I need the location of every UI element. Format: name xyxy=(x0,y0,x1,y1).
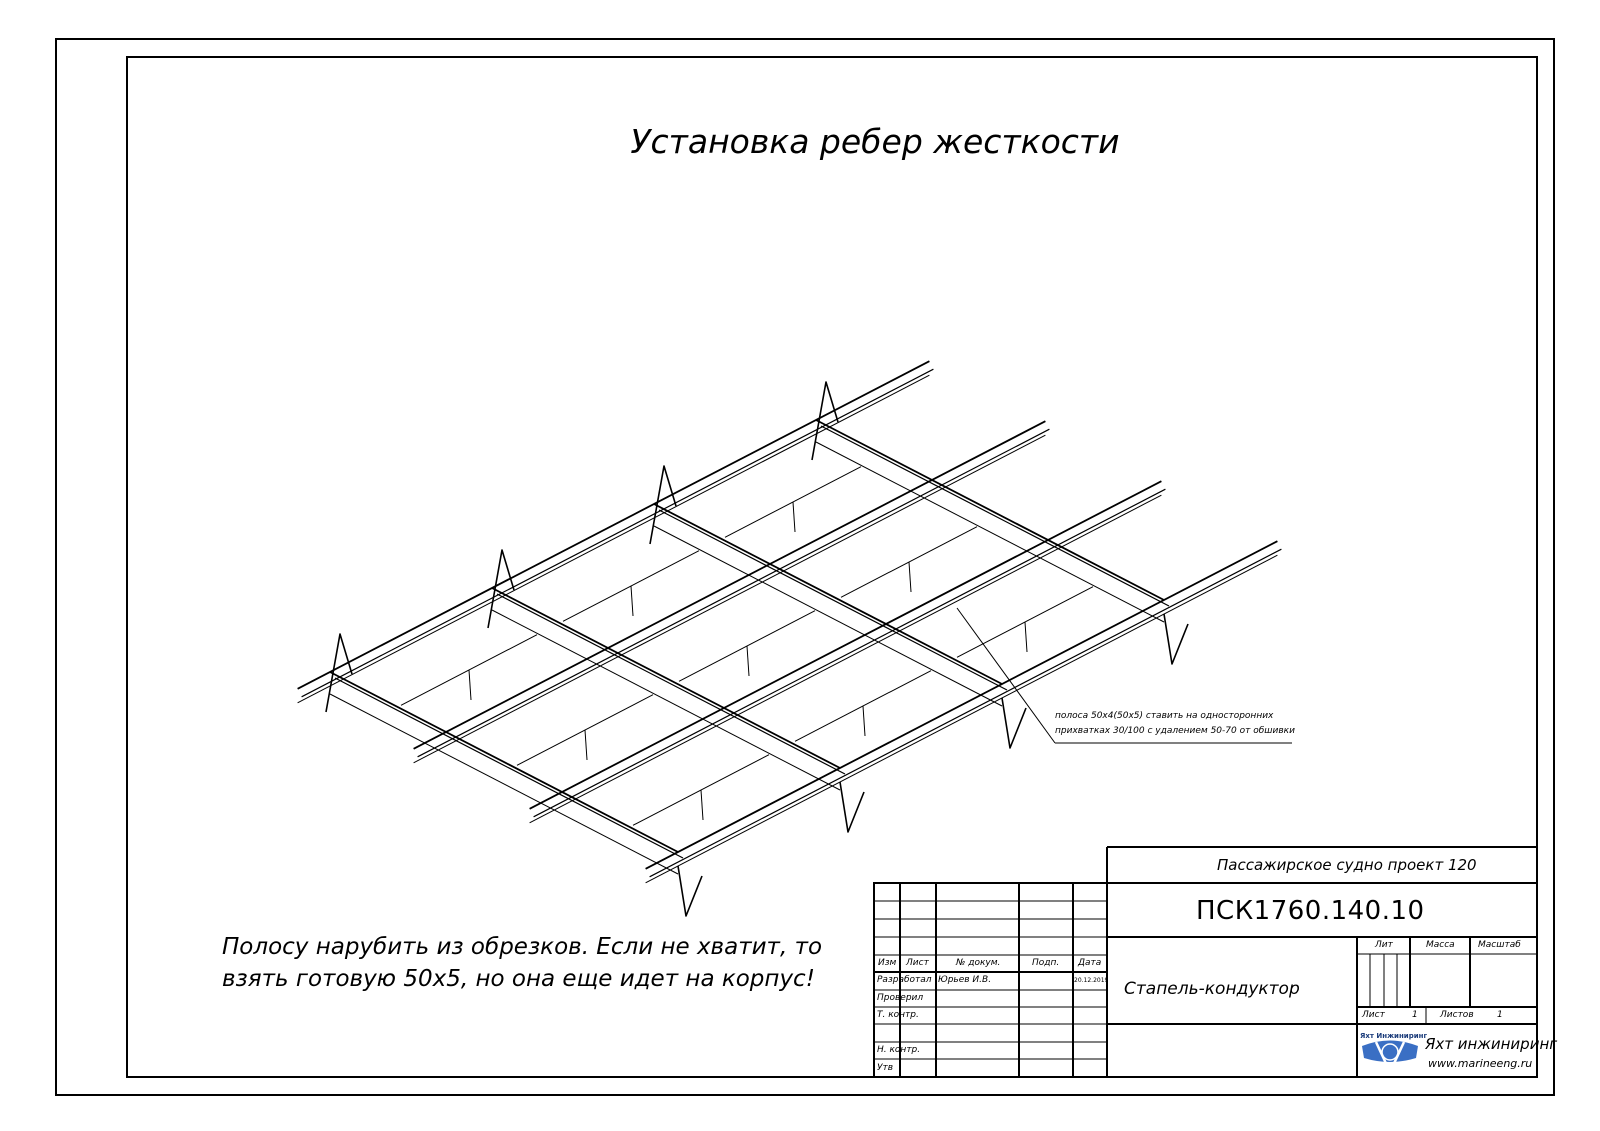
title-block-grid xyxy=(873,846,1538,1078)
support-leg xyxy=(1163,613,1189,665)
sheets-value: 1 xyxy=(1497,1010,1503,1020)
role-developed: Разработал xyxy=(877,975,932,985)
document-number: ПСК1760.140.10 xyxy=(1196,896,1425,926)
panel-rib-depth xyxy=(1024,621,1028,653)
callout-line-2: прихватках 30/100 с удалением 50-70 от о… xyxy=(1055,726,1295,736)
company-website: www.marineeng.ru xyxy=(1428,1057,1533,1070)
rail xyxy=(413,420,1046,750)
rail-edge xyxy=(301,368,934,698)
cross-frame xyxy=(491,587,841,769)
developer-date: 20.12.2019 xyxy=(1074,977,1109,984)
rail-flange xyxy=(413,434,1046,764)
frame-web xyxy=(491,609,841,791)
rail-flange xyxy=(297,374,930,704)
drawing-title: Установка ребер жесткости xyxy=(630,122,1120,161)
company-name: Яхт инжиниринг xyxy=(1425,1035,1558,1053)
frame-web xyxy=(329,693,679,875)
rail xyxy=(297,360,930,690)
header-doc-no: № докум. xyxy=(956,958,1001,968)
note-line-2: взять готовую 50х5, но она еще идет на к… xyxy=(222,966,815,992)
support-gusset xyxy=(325,633,353,713)
cross-frame xyxy=(815,419,1165,601)
note-line-1: Полосу нарубить из обрезков. Если не хва… xyxy=(222,934,823,960)
panel-rib-depth xyxy=(468,669,472,701)
role-norm-control: Н. контр. xyxy=(877,1045,921,1055)
panel-rib-depth xyxy=(584,729,588,761)
support-leg xyxy=(677,865,703,917)
stiffener-strip xyxy=(658,509,1008,691)
role-checked: Проверил xyxy=(877,993,924,1003)
frame-web xyxy=(815,441,1165,623)
role-approved: Утв xyxy=(877,1063,894,1073)
mass-label: Масса xyxy=(1426,940,1455,950)
panel-rib-depth xyxy=(862,705,866,737)
support-gusset xyxy=(811,381,839,461)
inner-frame xyxy=(126,56,1538,1078)
stiffener-strip xyxy=(334,677,684,859)
header-sign: Подп. xyxy=(1032,958,1060,968)
project-name: Пассажирское судно проект 120 xyxy=(1217,856,1477,874)
stiffener-strip xyxy=(820,425,1170,607)
sheet-label: Лист xyxy=(1362,1010,1385,1020)
support-gusset xyxy=(487,549,515,629)
role-tech-control: Т. контр. xyxy=(877,1010,919,1020)
header-izm: Изм xyxy=(878,958,897,968)
rail-edge xyxy=(533,488,1166,818)
rail-flange xyxy=(645,554,1278,884)
svg-text:Яхт Инжиниринг: Яхт Инжиниринг xyxy=(1360,1032,1427,1040)
scale-label: Масштаб xyxy=(1478,940,1521,950)
support-gusset xyxy=(649,465,677,545)
panel-rib-depth xyxy=(630,585,634,617)
panel-rib-depth xyxy=(908,561,912,593)
developer-name: Юрьев И.В. xyxy=(938,975,992,985)
support-leg xyxy=(1001,697,1027,749)
support-leg xyxy=(839,781,865,833)
panel-rib-depth xyxy=(746,645,750,677)
callout-line-1: полоса 50х4(50х5) ставить на односторонн… xyxy=(1055,711,1274,721)
jig-isometric-drawing xyxy=(297,360,1282,917)
rail-edge xyxy=(649,548,1282,878)
cross-frame xyxy=(329,671,679,853)
rail xyxy=(645,540,1278,870)
rail-edge xyxy=(417,428,1050,758)
cross-frame xyxy=(653,503,1003,685)
item-name: Стапель-кондуктор xyxy=(1124,979,1300,999)
outer-frame xyxy=(55,38,1555,1096)
sheets-label: Листов xyxy=(1440,1010,1474,1020)
header-date: Дата xyxy=(1078,958,1102,968)
frame-web xyxy=(653,525,1003,707)
sheet-value: 1 xyxy=(1412,1010,1418,1020)
header-list: Лист xyxy=(906,958,929,968)
lit-label: Лит xyxy=(1375,940,1393,950)
panel-rib-depth xyxy=(700,789,704,821)
rail xyxy=(529,480,1162,810)
company-logo: Яхт Инжиниринг xyxy=(1360,1032,1427,1075)
callout-leader xyxy=(956,607,1292,744)
stiffener-strip xyxy=(496,593,846,775)
rail-flange xyxy=(529,494,1162,824)
panel-rib-depth xyxy=(792,501,796,533)
